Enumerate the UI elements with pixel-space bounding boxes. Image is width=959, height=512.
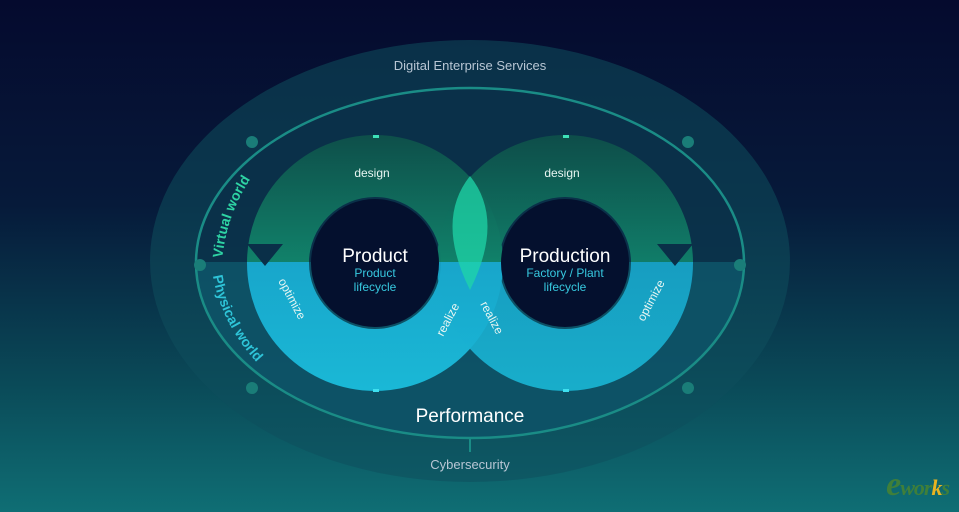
performance-label: Performance [416,406,525,427]
watermark-e: e [886,466,901,503]
node-dot [734,259,746,271]
product-design-label: design [354,166,389,180]
eworks-watermark-logo: eworks [886,466,950,504]
product-subtitle-1: Product [354,266,396,280]
tick [373,135,379,138]
tick [563,135,569,138]
production-design-label: design [544,166,579,180]
production-title: Production [520,246,611,267]
production-center [501,199,629,327]
production-subtitle-2: lifecycle [544,280,587,294]
production-subtitle-1: Factory / Plant [526,266,604,280]
product-subtitle-2: lifecycle [354,280,397,294]
optimize-notch-left [247,244,283,266]
watermark-s: s [941,475,950,500]
product-title: Product [342,246,408,267]
cybersecurity-label: Cybersecurity [430,457,510,472]
node-dot [246,136,258,148]
digital-enterprise-services-label: Digital Enterprise Services [394,58,547,73]
watermark-k: k [931,475,942,500]
node-dot [682,136,694,148]
tick [563,389,569,392]
optimize-notch-right [657,244,693,266]
product-center [311,199,439,327]
tick [373,389,379,392]
loop-overlap [452,176,488,290]
node-dot [194,259,206,271]
node-dot [246,382,258,394]
node-dot [682,382,694,394]
watermark-wor: wor [900,475,932,500]
